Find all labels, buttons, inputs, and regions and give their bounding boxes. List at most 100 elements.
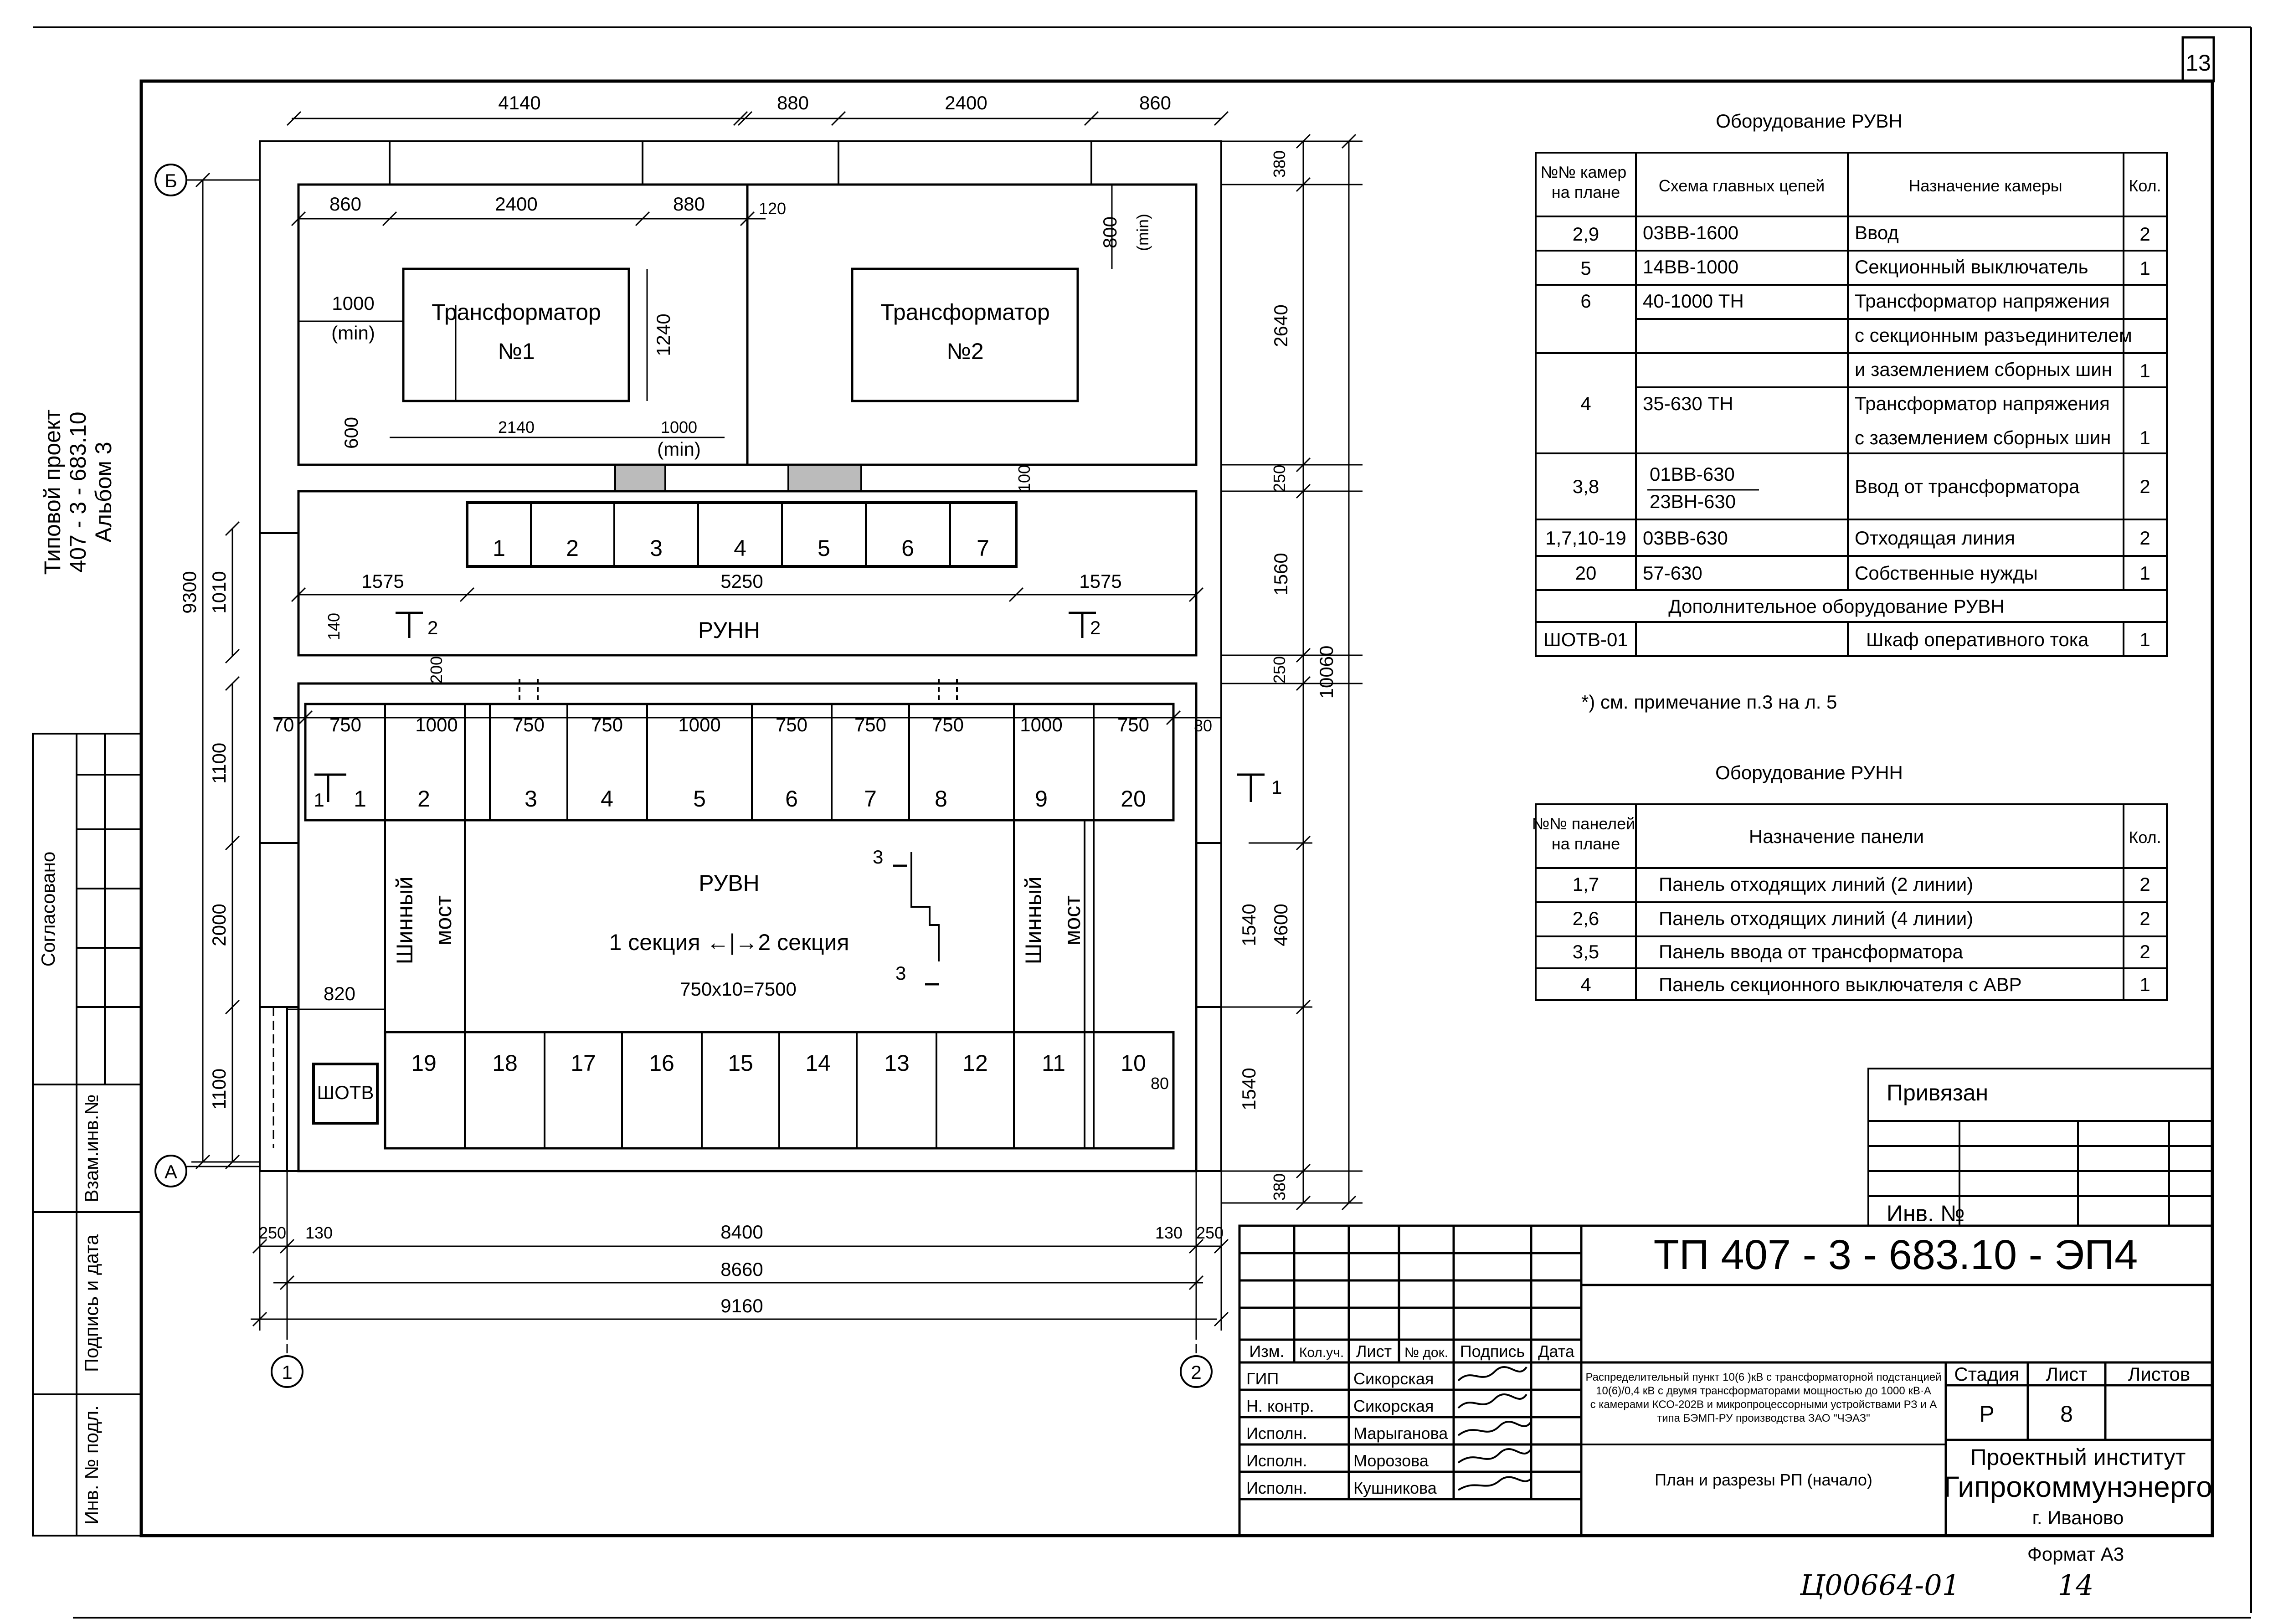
dim: 250 [1270, 465, 1289, 492]
t1-cell: 2,9 [1573, 223, 1599, 245]
t1-cell: 20 [1575, 562, 1597, 584]
ruvn-panel: 10 [1121, 1050, 1146, 1076]
dim: 250 [259, 1223, 286, 1242]
dim: 1540 [1238, 904, 1260, 946]
tb-desc-line: Распределительный пункт 10(6 )кВ с транс… [1585, 1371, 1941, 1383]
dim: 750 [854, 714, 886, 735]
tb-role: Исполн. [1246, 1424, 1307, 1443]
t1-cell: 2 [2139, 527, 2150, 549]
ruvn-panel: 3 [525, 786, 537, 812]
ruvn-panel: 19 [411, 1050, 437, 1076]
t1-cell: 1 [2139, 562, 2150, 584]
sheet-name: План и разрезы РП (начало) [1655, 1470, 1872, 1489]
dimension-texts: 4140 880 2400 860 860 2400 880 120 1000 … [179, 92, 1337, 1316]
side-title-line3: Альбом 3 [91, 442, 116, 542]
dim: 9300 [179, 571, 200, 613]
dim: 70 [273, 714, 294, 735]
dim: 130 [305, 1223, 333, 1242]
sections-label: 1 секция ←|→2 секция [609, 930, 849, 955]
t1-cell: 2 [2139, 476, 2150, 497]
ruvn-panel: 12 [962, 1050, 988, 1076]
inv-orig-label: Инв. № подл. [81, 1405, 102, 1525]
t2-cell: 1,7 [1573, 874, 1599, 895]
binding-title: Привязан [1887, 1080, 1988, 1105]
t1-cell: 1 [2139, 257, 2150, 279]
dim: 120 [759, 199, 786, 218]
axis-1-label: 1 [282, 1362, 292, 1383]
axis-2-label: 2 [1191, 1362, 1201, 1383]
t2-cell: 2 [2139, 874, 2150, 895]
t2-cell: 2 [2139, 941, 2150, 962]
t2-cell: Панель отходящих линий (4 линии) [1659, 908, 1973, 929]
t1-cell: 1,7,10-19 [1545, 527, 1626, 549]
stage-value: Р [1979, 1401, 1994, 1427]
t2-cell: 1 [2139, 974, 2150, 995]
ruvn-panel: 13 [884, 1050, 910, 1076]
stage-label: Стадия [1954, 1363, 2019, 1385]
archive-page: 14 [2058, 1568, 2094, 1602]
table1-text: №№ камер на плане Схема главных цепей На… [1541, 163, 2161, 650]
dimension-lines [182, 118, 1363, 1358]
dim: 1000 [415, 714, 458, 735]
tb-desc-line: 10(6)/0,4 кВ с двумя трансформаторами мо… [1596, 1385, 1931, 1397]
bus-bridge-right-2: мост [1059, 895, 1085, 946]
dim: 1560 [1270, 553, 1291, 595]
ruvn-panel: 14 [805, 1050, 831, 1076]
org-line2: Гипрокоммунэнерго [1944, 1470, 2212, 1503]
t1-cell: 03ВВ-1600 [1643, 222, 1738, 243]
dim: 10060 [1316, 646, 1337, 699]
t2-header-line: №№ панелей [1532, 814, 1635, 833]
dim: 860 [1139, 92, 1171, 113]
dim: 750 [513, 714, 545, 735]
t2-header-line: на плане [1552, 834, 1620, 853]
t2-cell: Панель ввода от трансформатора [1659, 941, 1963, 962]
dim: 4140 [498, 92, 540, 113]
org-line1: Проектный институт [1970, 1444, 2186, 1470]
dim: 1240 [653, 313, 674, 356]
section-mark: 3 [895, 962, 906, 984]
dim: 8660 [720, 1259, 763, 1280]
section-mark: 1 [1271, 776, 1282, 798]
dim: 1000 [1020, 714, 1062, 735]
transformer1-label: Трансформатор [432, 299, 601, 325]
ruvn-panel: 20 [1121, 786, 1146, 812]
ruvn-panel: 8 [935, 786, 947, 812]
tb-col-header: Подпись [1460, 1342, 1525, 1361]
tb-person: Марыганова [1353, 1424, 1448, 1443]
tb-person: Морозова [1353, 1451, 1429, 1470]
t1-cell: 2 [2139, 223, 2150, 245]
ruvn-panel: 15 [728, 1050, 753, 1076]
t1-cell: 35-630 ТН [1643, 393, 1733, 414]
ruvn-panel: 2 [417, 786, 430, 812]
side-stamp [32, 733, 142, 1537]
t1-cell: 1 [2139, 360, 2150, 381]
t1-cell: с заземлением сборных шин [1855, 427, 2111, 448]
t1-cell: Собственные нужды [1855, 562, 2038, 584]
dim: 750 [591, 714, 623, 735]
t1-header: Назначение камеры [1908, 176, 2062, 195]
t1-extra-title: Дополнительное оборудование РУВН [1668, 596, 2004, 617]
dim: 880 [777, 92, 809, 113]
dim: 2400 [945, 92, 987, 113]
tb-role: Исполн. [1246, 1451, 1307, 1470]
runn-panel: 6 [901, 535, 914, 561]
t1-cell: Секционный выключатель [1855, 256, 2088, 278]
dim: 880 [673, 193, 705, 215]
shotv-label: ШОТВ [317, 1082, 374, 1103]
t2-cell: Панель отходящих линий (2 линии) [1659, 874, 1973, 895]
side-title: Типовой проект 407 - 3 - 683.10 Альбом 3 [40, 410, 116, 575]
axis-markers [154, 164, 1213, 1388]
t1-cell: 6 [1580, 290, 1591, 312]
ruvn-bottom-numbers: 19 18 17 16 15 14 13 12 11 10 [411, 1050, 1146, 1076]
bus-bridge-left-2: мост [431, 895, 456, 946]
dim: 9160 [720, 1295, 763, 1316]
dim: (min) [1133, 214, 1152, 251]
axis-a-label: А [165, 1161, 177, 1182]
dim: (min) [657, 438, 701, 460]
t1-cell: 01ВВ-630 [1650, 463, 1735, 485]
t1-cell: с секционным разъединителем [1855, 324, 2132, 346]
tb-role: ГИП [1246, 1369, 1279, 1388]
dim: 860 [329, 193, 361, 215]
axis-a-circle [154, 1155, 187, 1187]
